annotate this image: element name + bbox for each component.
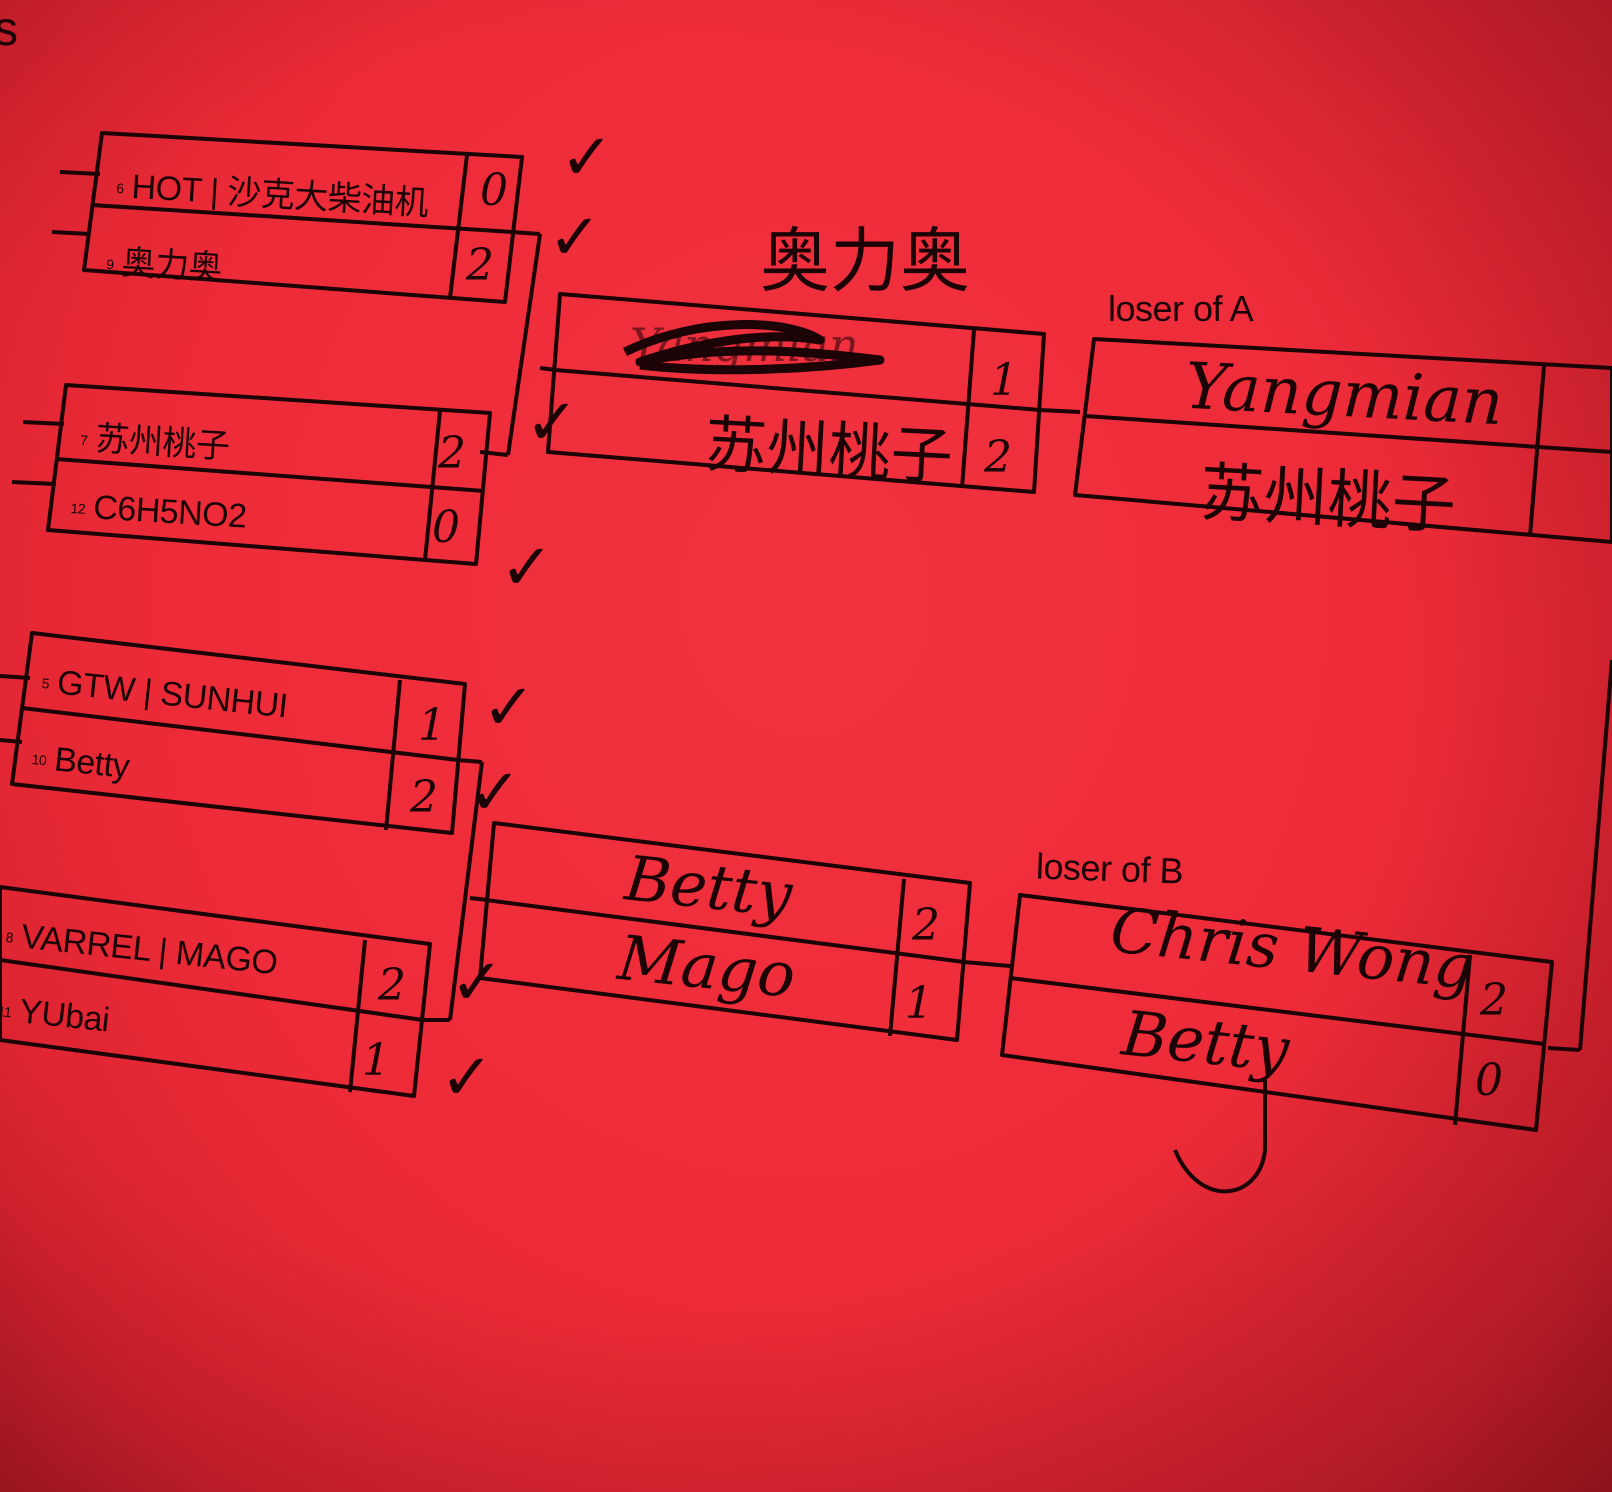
lower-match-1-box [0,631,484,1021]
loser-b-score-b: 0 [1475,1055,1503,1106]
seed-number: 5 [40,674,50,692]
cropped-heading-fragment: s [0,3,18,56]
check-mark-icon: ✓ [560,121,614,193]
loser-b-box [1000,659,1612,1132]
upper-match-1-score-a: 0 [480,165,508,216]
lower-match-2-score-a: 2 [378,960,406,1011]
upper-final-team-b: 苏州桃子 [702,407,955,494]
loser-b-label: loser of B [1035,845,1184,892]
handwritten-curl [1173,1080,1267,1194]
check-mark-icon: ✓ [525,386,579,458]
upper-match-2-score-b: 0 [432,502,460,553]
upper-final-box [539,292,1081,494]
loser-a-label: loser of A [1108,288,1254,329]
lower-match-1-score-b: 2 [410,772,438,823]
team-name: YUbai [17,992,112,1040]
check-mark-icon: ✓ [468,756,522,828]
upper-match-2-score-a: 2 [438,428,466,479]
team-name: C6H5NO2 [92,488,248,536]
seed-number: 8 [4,928,14,946]
lower-final-score-a: 2 [912,900,940,951]
seed-number: 6 [115,179,125,197]
lower-match-1-score-a: 1 [418,700,446,751]
check-mark-icon: ✓ [548,201,602,273]
lower-final-box [469,821,1011,1042]
loser-b-score-a: 2 [1480,975,1508,1026]
seed-number: 9 [105,255,115,273]
upper-final-score-a: 1 [990,355,1018,406]
loser-a-box [1073,337,1612,544]
seed-number: 10 [30,750,48,769]
upper-final-score-b: 2 [984,432,1012,483]
upper-match-1-score-b: 2 [466,240,494,291]
check-mark-icon: ✓ [440,1041,494,1113]
check-mark-icon: ✓ [500,531,554,603]
upper-match-1-box [51,131,542,456]
seed-number: 7 [79,431,88,449]
strikeout-scribble [623,320,885,375]
upper-final-team-a: Yangmian [630,318,859,372]
upper-match-2-team-a: 7 苏州桃子 [79,410,231,468]
lower-final-score-b: 1 [905,978,933,1029]
seed-number: 12 [70,499,86,517]
check-mark-icon: ✓ [482,671,536,743]
team-name: 奥力奥 [120,243,224,288]
seed-number: 11 [0,1002,13,1021]
team-name: Betty [52,740,132,786]
lower-match-2-box [0,885,450,1098]
upper-final-winner-note: 奥力奥 [760,220,970,302]
team-name: 苏州桃子 [94,419,231,467]
upper-match-1-team-b: 9 奥力奥 [105,234,223,290]
upper-match-2-box [11,383,509,566]
loser-a-team-b: 苏州桃子 [1197,456,1458,544]
lower-match-2-score-b: 1 [362,1035,390,1086]
check-mark-icon: ✓ [450,946,504,1018]
